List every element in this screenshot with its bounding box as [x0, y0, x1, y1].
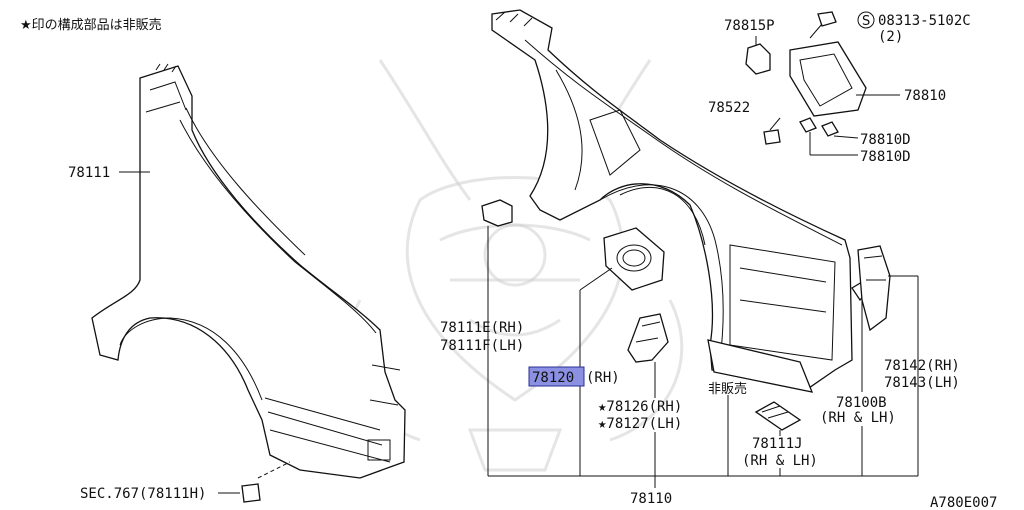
- diagram-code: A780E007: [930, 495, 997, 510]
- label-78815P: 78815P: [724, 18, 775, 34]
- label-78111: 78111: [68, 165, 110, 181]
- label-78143: 78143(LH): [884, 375, 960, 391]
- part-78126: [627, 313, 669, 363]
- label-78127: ★78127(LH): [598, 416, 682, 432]
- inner-panel-assembly: [491, 9, 853, 393]
- bolt-label: S 08313-5102C (2): [857, 11, 971, 45]
- part-78815P: [745, 43, 771, 75]
- part-78111J: [754, 401, 802, 431]
- label-bolt: 08313-5102C: [878, 13, 971, 29]
- label-bolt-qty: (2): [878, 29, 903, 45]
- bolt-08313: [809, 11, 837, 39]
- non-sale-note: ★印の構成部品は非販売: [20, 17, 162, 33]
- label-78126: ★78126(RH): [598, 399, 682, 415]
- clip-78111H: [241, 483, 261, 503]
- highlight-78120: [528, 366, 585, 387]
- bolt-symbol-circle: [857, 11, 875, 29]
- fuel-lid-78810: [789, 41, 867, 117]
- label-78522: 78522: [708, 100, 750, 116]
- label-78111E: 78111E(RH): [440, 320, 524, 336]
- leader-sec-ref-dashed: [257, 461, 291, 479]
- label-78100B: 78100B: [836, 395, 887, 411]
- label-78111F: 78111F(LH): [440, 338, 524, 354]
- extension-78142: [857, 245, 891, 332]
- extension-78142-detail: [863, 255, 886, 281]
- label-78120-side: (RH): [586, 370, 620, 386]
- label-78120-number[interactable]: 78120: [532, 370, 574, 386]
- label-sec-ref: SEC.767(78111H): [80, 486, 206, 502]
- label-78110: 78110: [630, 491, 672, 507]
- label-78810D-b: 78810D: [860, 149, 911, 165]
- label-78100B-side: (RH & LH): [820, 410, 896, 426]
- part-78111J-detail: [761, 405, 789, 419]
- label-78810D-a: 78810D: [860, 132, 911, 148]
- outer-fender-panel: [91, 63, 406, 479]
- part-78126-detail: [635, 321, 661, 343]
- label-78142: 78142(RH): [884, 358, 960, 374]
- leader-lines: [487, 36, 919, 488]
- part-78522: [763, 129, 781, 145]
- part-78810D-b: [821, 121, 839, 137]
- label-78111J: 78111J: [752, 436, 803, 452]
- label-78810: 78810: [904, 88, 946, 104]
- bolt-symbol: S: [862, 14, 870, 29]
- fuel-lid-housing: [603, 227, 665, 291]
- label-78111J-side: (RH & LH): [742, 453, 818, 469]
- label-not-sold: 非販売: [708, 381, 747, 397]
- part-78810D-a: [799, 117, 817, 133]
- bracket-78111E: [481, 199, 513, 227]
